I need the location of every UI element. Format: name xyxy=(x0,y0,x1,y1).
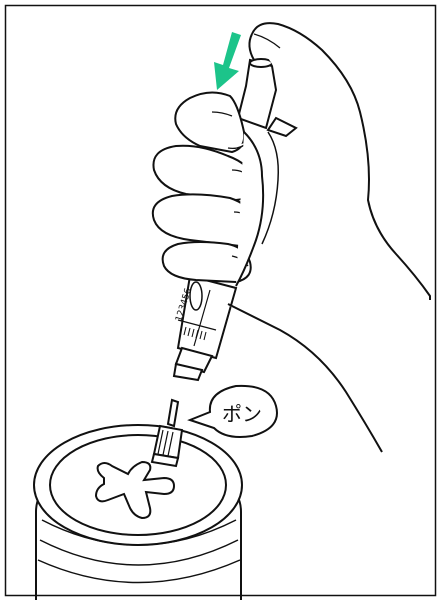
container xyxy=(34,425,242,600)
hand xyxy=(153,23,430,452)
speech-bubble: ポン xyxy=(190,386,277,437)
down-arrow-icon xyxy=(214,32,241,90)
speech-bubble-text: ポン xyxy=(222,402,262,426)
